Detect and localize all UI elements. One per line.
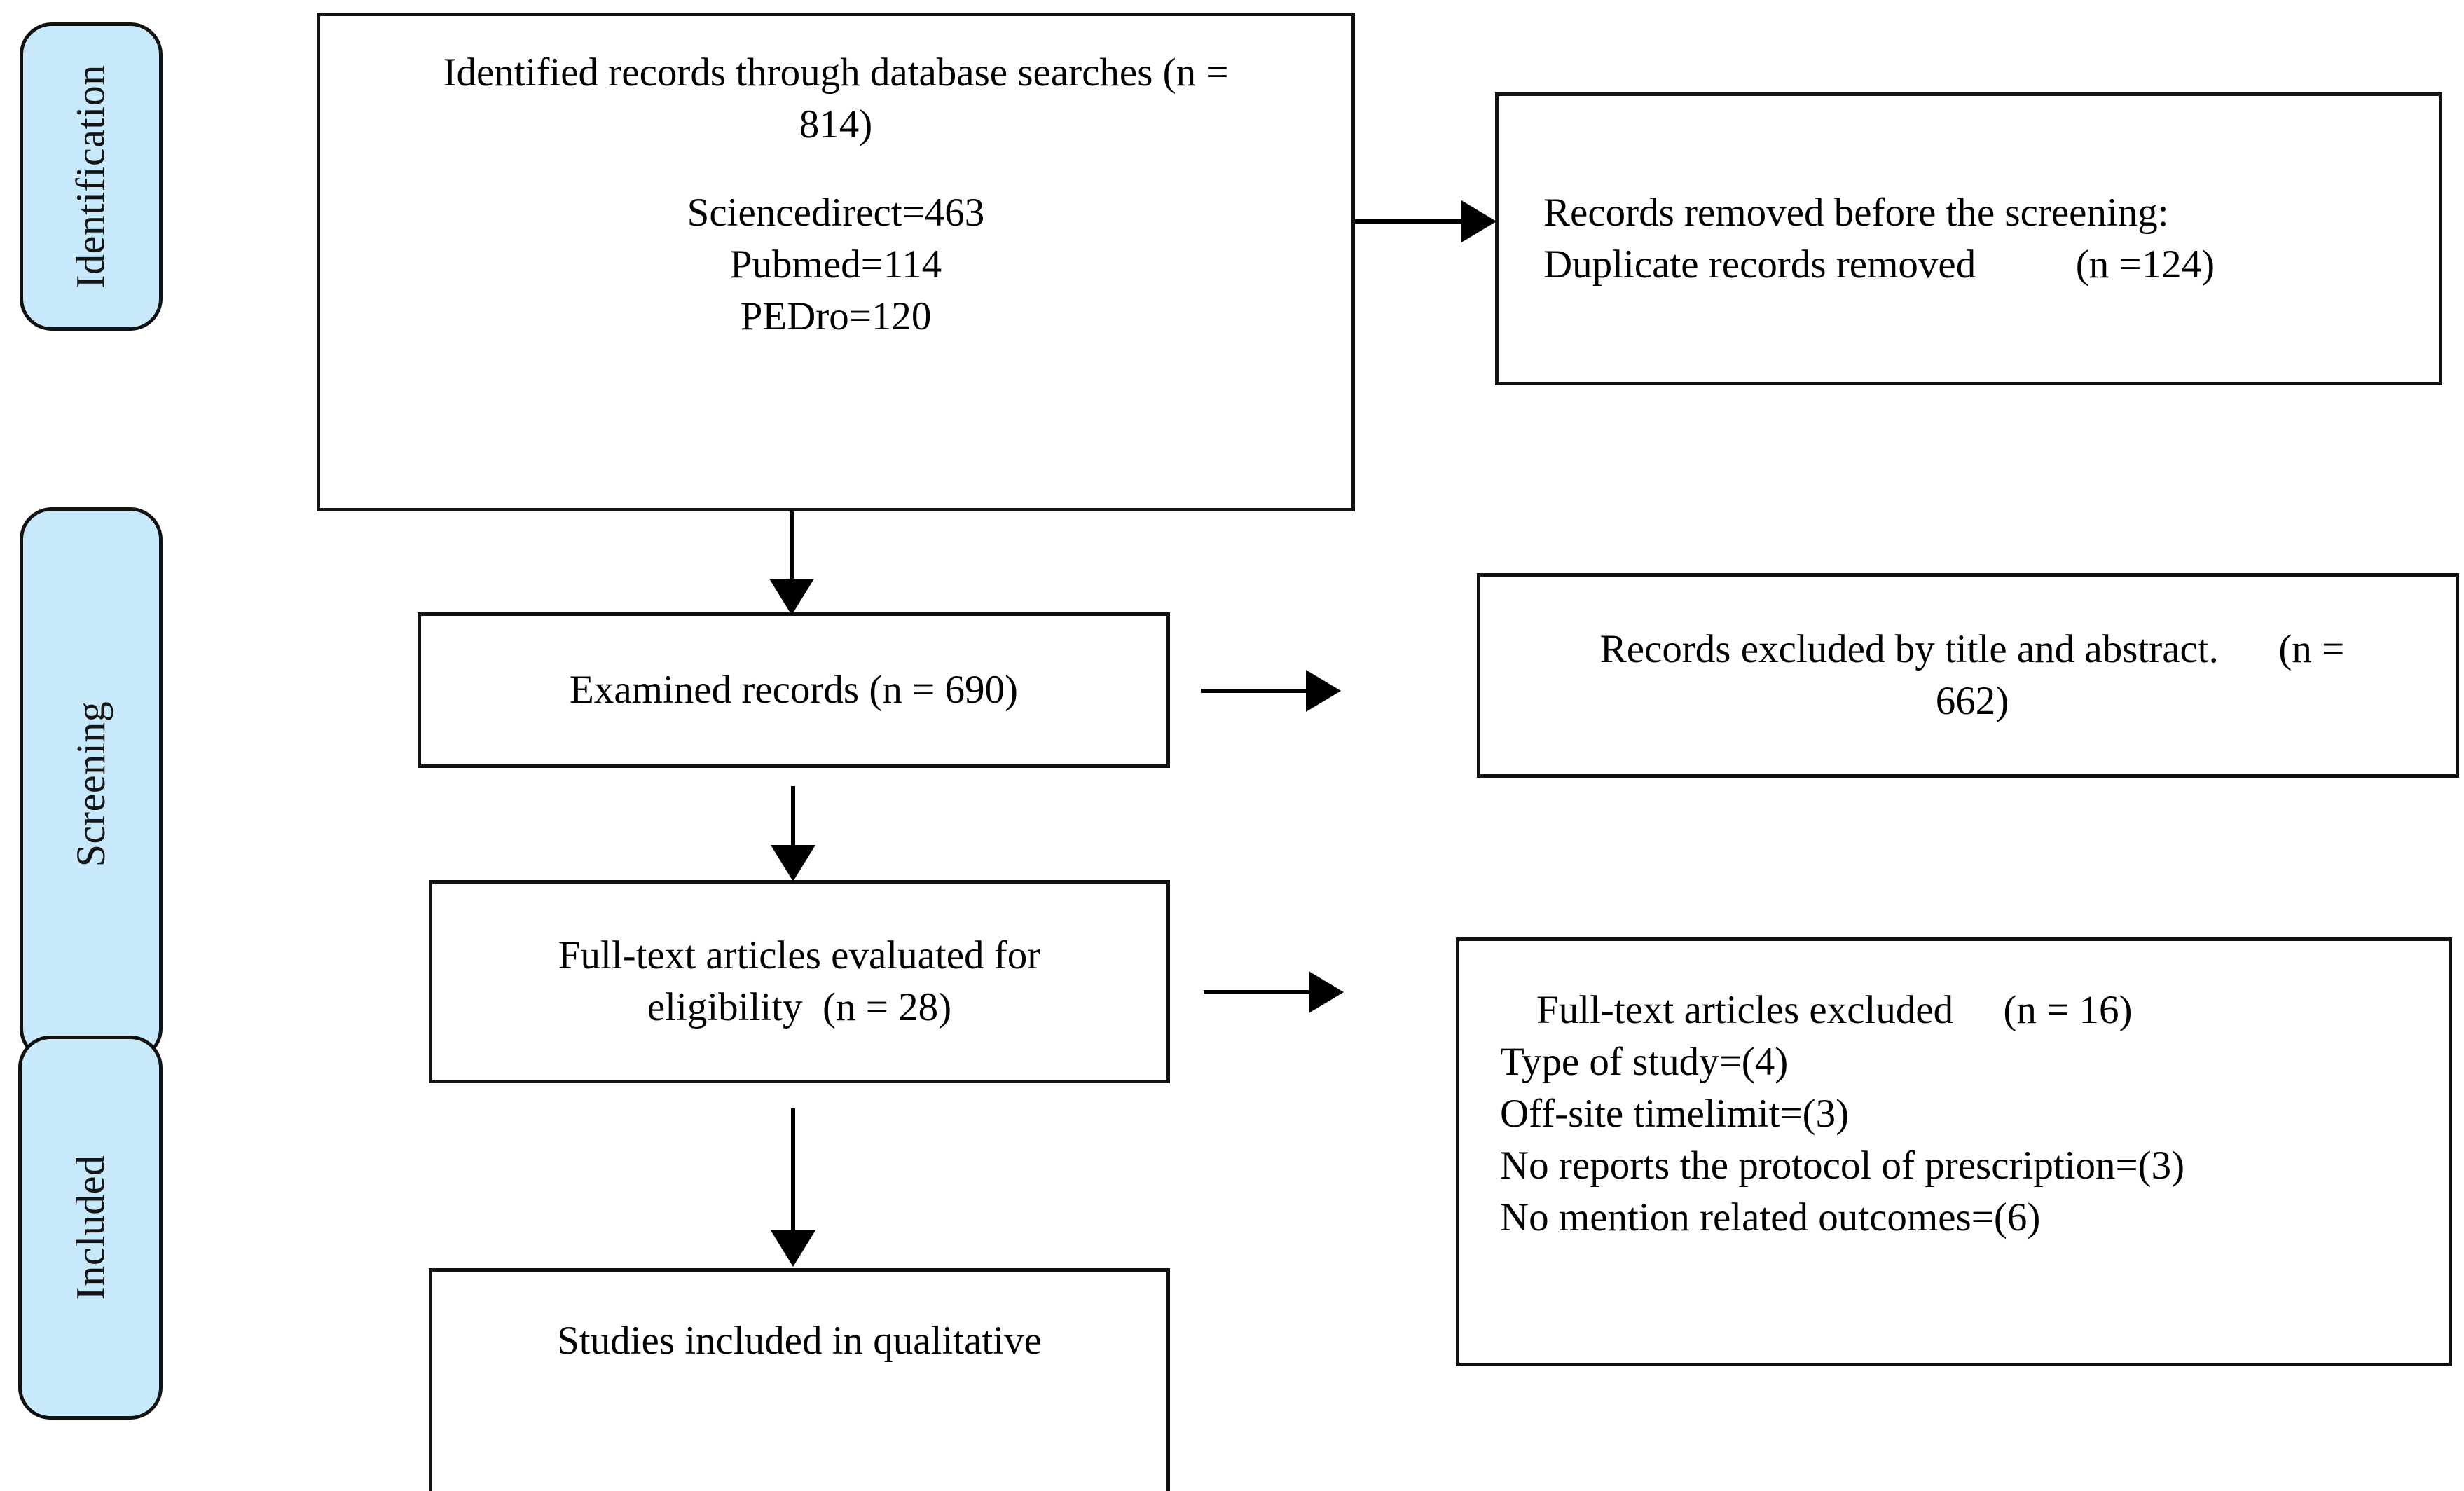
connector-shaft [790,510,794,583]
phase-included: Included [18,1036,163,1420]
examined-records-line1: Examined records (n = 690) [570,667,1018,712]
arrowhead-down-icon [771,1230,815,1267]
identified-records-line2: 814) [799,102,873,147]
arrowhead-right-icon [1306,670,1341,712]
included-qualitative-line1: Studies included in qualitative [557,1319,1042,1363]
fulltext-eligibility-line1: Full-text articles evaluated for [558,933,1041,977]
records-excluded-line2: 662) [1935,679,2009,723]
connector-examined-to-excluded [1201,669,1344,713]
connector-identified-to-examined [769,510,814,615]
fulltext-eligibility-line2: eligibility (n = 28) [647,985,952,1029]
identified-records-source-sciencedirect: Sciencedirect=463 [687,191,985,235]
fulltext-excluded-reason-type-of-study: Type of study=(4) [1500,1040,1789,1085]
connector-shaft [1355,219,1467,224]
fulltext-excluded-reason-offsite-timelimit: Off-site timelimit=(3) [1500,1092,1850,1136]
box-identified-records: Identified records through database sear… [317,13,1355,511]
connector-shaft [791,786,795,849]
fulltext-excluded-reason-no-outcomes: No mention related outcomes=(6) [1500,1195,2041,1240]
records-removed-line2: Duplicate records removed (n =124) [1543,242,2215,287]
connector-fulltext-to-included [771,1108,815,1268]
connector-shaft [1204,990,1314,994]
phase-included-label: Included [67,1155,113,1300]
arrowhead-right-icon [1461,200,1496,242]
connector-identified-to-removed [1355,200,1496,243]
connector-fulltext-to-excluded [1204,970,1347,1014]
arrowhead-right-icon [1309,971,1344,1013]
identified-records-source-pedro: PEDro=120 [740,294,932,339]
records-excluded-line1: Records excluded by title and abstract. … [1599,626,2345,671]
fulltext-excluded-reason-no-protocol: No reports the protocol of prescription=… [1500,1143,2185,1188]
identified-records-line1: Identified records through database sear… [443,50,1229,95]
phase-screening: Screening [20,507,163,1061]
connector-shaft [791,1108,795,1235]
phase-identification-label: Identification [68,64,113,289]
box-fulltext-eligibility: Full-text articles evaluated for eligibi… [429,880,1170,1083]
phase-screening-label: Screening [68,701,114,867]
box-included-qualitative: Studies included in qualitative [429,1268,1170,1491]
records-removed-line1: Records removed before the screening: [1543,190,2169,235]
box-examined-records: Examined records (n = 690) [418,612,1170,768]
identified-records-source-pubmed: Pubmed=114 [729,242,942,287]
fulltext-excluded-heading: Full-text articles excluded (n = 16) [1536,988,2133,1032]
box-records-excluded-title-abstract: Records excluded by title and abstract. … [1477,573,2459,778]
connector-examined-to-fulltext [771,786,815,881]
box-records-removed-before-screening: Records removed before the screening: Du… [1495,92,2442,385]
arrowhead-down-icon [769,579,814,615]
arrowhead-down-icon [771,845,815,881]
identified-records-spacer [344,151,1328,187]
connector-shaft [1201,689,1312,693]
box-fulltext-excluded: Full-text articles excluded (n = 16) Typ… [1456,937,2452,1366]
phase-identification: Identification [20,22,163,331]
